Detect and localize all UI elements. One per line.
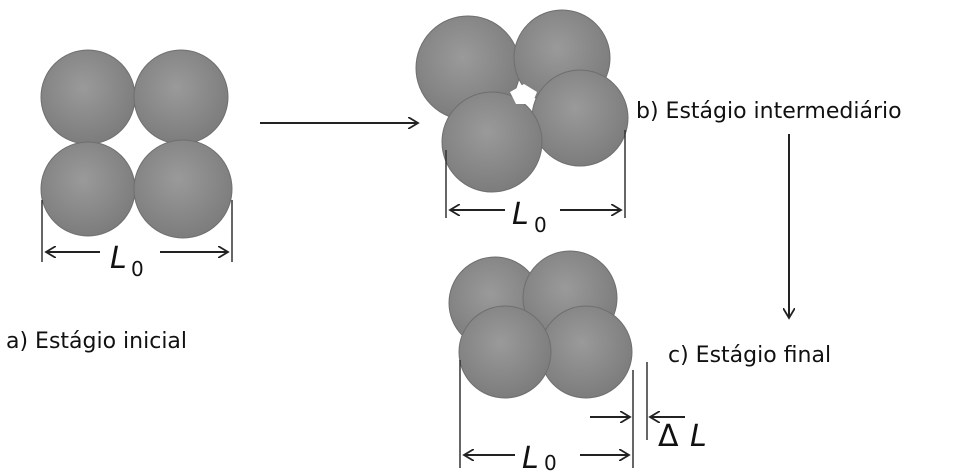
shrinkage-dimension: Δ L (590, 417, 707, 454)
particle (531, 69, 629, 167)
final-stage-particles (448, 250, 633, 399)
initial-length-dimension: L 0 (41, 200, 233, 281)
particle (40, 141, 136, 237)
particle (458, 305, 552, 399)
initial-stage-particles (40, 49, 233, 239)
intermediate-stage-label: b) Estágio intermediário (636, 99, 902, 124)
length-symbol: L (110, 241, 127, 276)
initial-stage-label: a) Estágio inicial (6, 329, 187, 354)
length-subscript: 0 (131, 257, 144, 281)
final-length-dimension: L 0 (459, 360, 648, 473)
delta-length-symbol: L (690, 419, 707, 454)
particle (539, 305, 633, 399)
intermediate-length-dimension: L 0 (445, 130, 626, 237)
particle (40, 49, 136, 145)
intermediate-stage-particles (415, 9, 629, 193)
length-subscript: 0 (544, 451, 557, 473)
pore (510, 84, 537, 104)
final-stage-label: c) Estágio final (668, 343, 831, 368)
delta-symbol: Δ (658, 419, 679, 454)
length-subscript: 0 (534, 213, 547, 237)
particle (133, 139, 233, 239)
particle (441, 91, 543, 193)
particle (133, 49, 229, 145)
length-symbol: L (512, 197, 529, 232)
length-symbol: L (522, 441, 539, 473)
